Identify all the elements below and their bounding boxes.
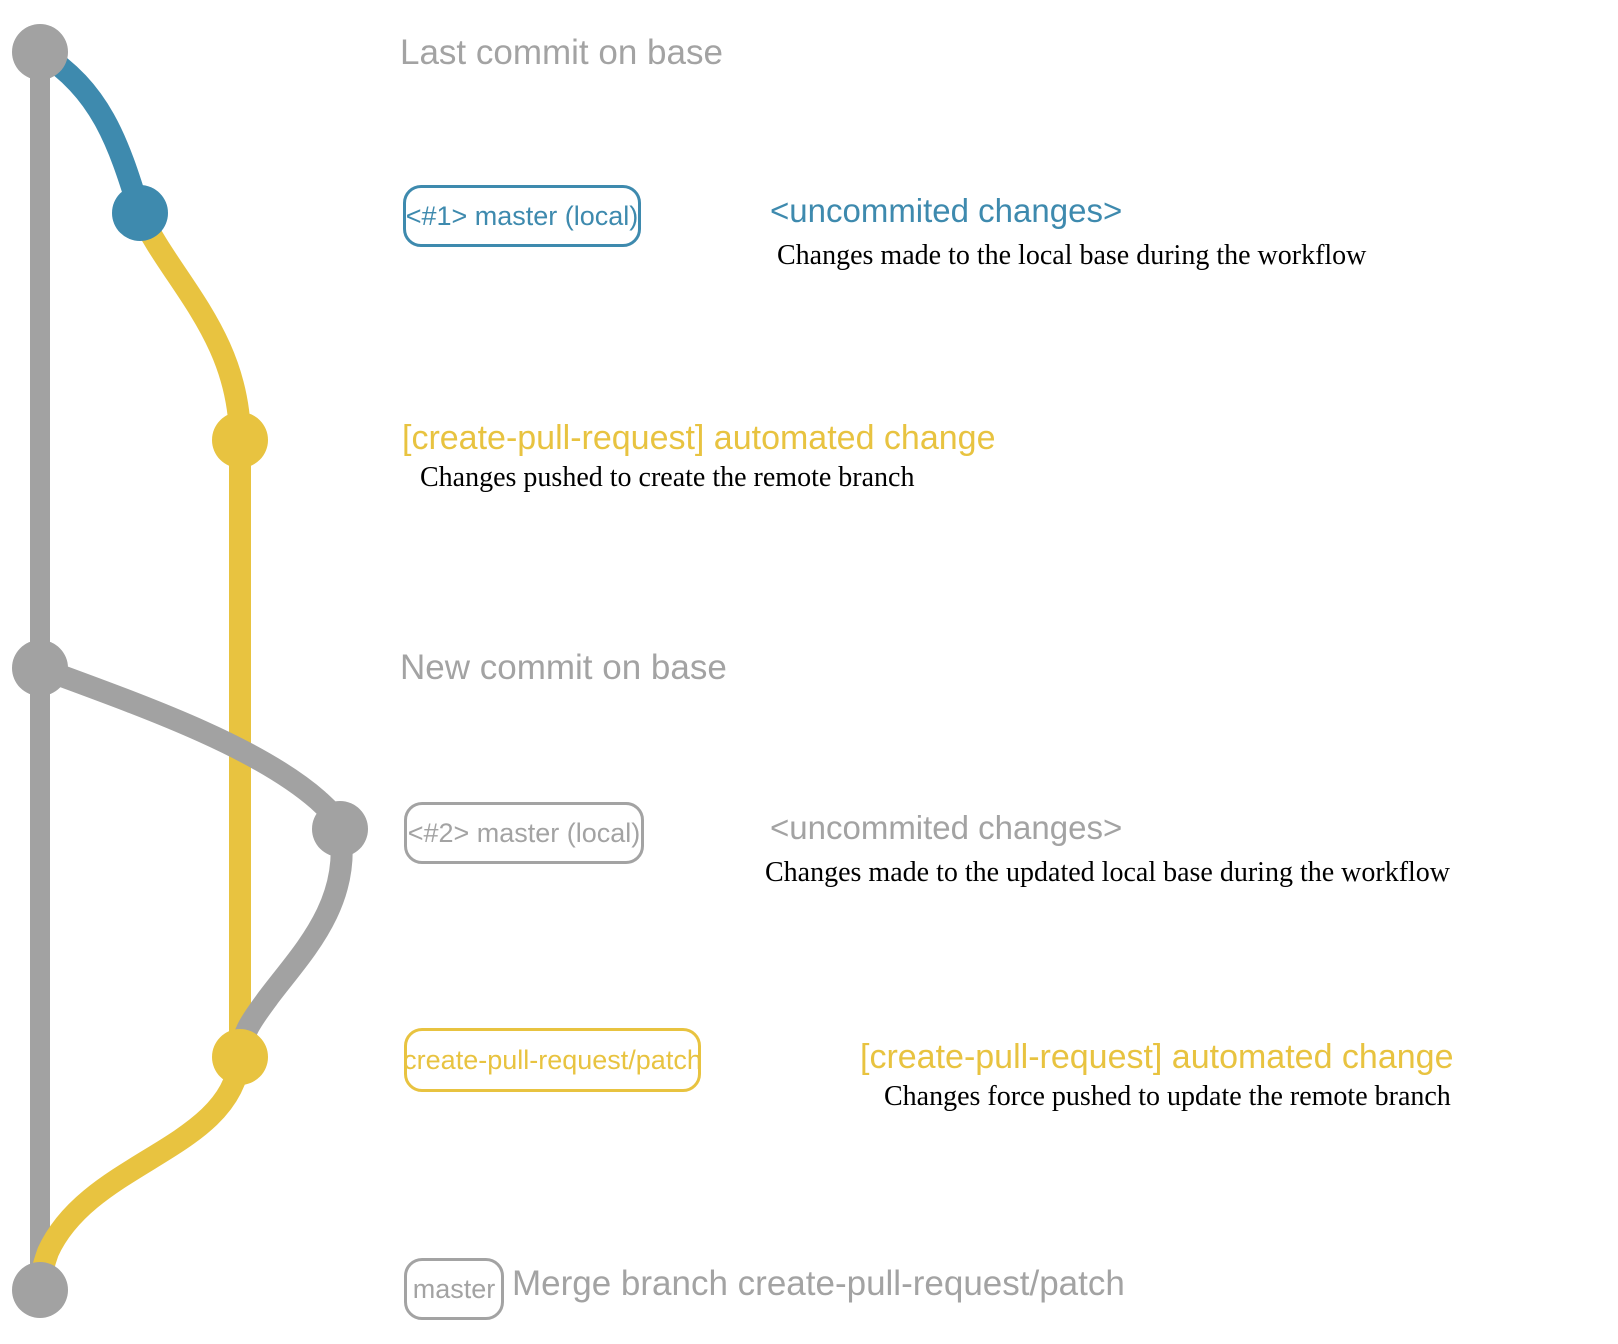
branch-label-master-local-2-text: <#2> master (local)	[407, 817, 641, 848]
commit-message-automated-change-1: [create-pull-request] automated change	[402, 419, 996, 457]
new-commit-label: New commit on base	[400, 648, 727, 687]
description-local-changes-1: Changes made to the local base during th…	[777, 240, 1367, 271]
commit-message-uncommited-1: <uncommited changes>	[770, 192, 1123, 229]
branch-label-master: master	[404, 1258, 504, 1320]
commit-node-new-base	[12, 640, 68, 696]
commit-node-patch-1	[212, 412, 268, 468]
branch-label-master-local-1-text: <#1> master (local)	[405, 200, 639, 231]
branch-label-master-local-1: <#1> master (local)	[403, 185, 641, 247]
commit-message-merge: Merge branch create-pull-request/patch	[512, 1264, 1125, 1303]
branch-label-patch-text: create-pull-request/patch	[403, 1044, 702, 1075]
local-master-branch-curve	[34, 42, 151, 217]
commit-node-local-2	[312, 801, 368, 857]
description-force-push: Changes force pushed to update the remot…	[884, 1081, 1451, 1112]
commit-node-patch-2	[212, 1029, 268, 1085]
branch-label-master-local-2: <#2> master (local)	[404, 802, 644, 864]
commit-node-local-1	[112, 185, 168, 241]
commit-node-merge	[12, 1262, 68, 1318]
commit-message-automated-change-2: [create-pull-request] automated change	[860, 1038, 1454, 1076]
branch-label-patch: create-pull-request/patch	[403, 1028, 702, 1092]
commit-node-last-base	[12, 24, 68, 80]
force-push-curve	[229, 827, 353, 1059]
patch-merge-curve	[29, 1055, 251, 1291]
commit-message-uncommited-2: <uncommited changes>	[770, 809, 1123, 846]
updated-local-branch-curve	[36, 657, 351, 831]
description-push-create: Changes pushed to create the remote bran…	[420, 462, 915, 493]
description-local-changes-2: Changes made to the updated local base d…	[765, 857, 1451, 888]
patch-branch-rail	[129, 208, 251, 1057]
last-commit-label: Last commit on base	[400, 33, 723, 72]
branch-label-master-text: master	[412, 1273, 496, 1304]
